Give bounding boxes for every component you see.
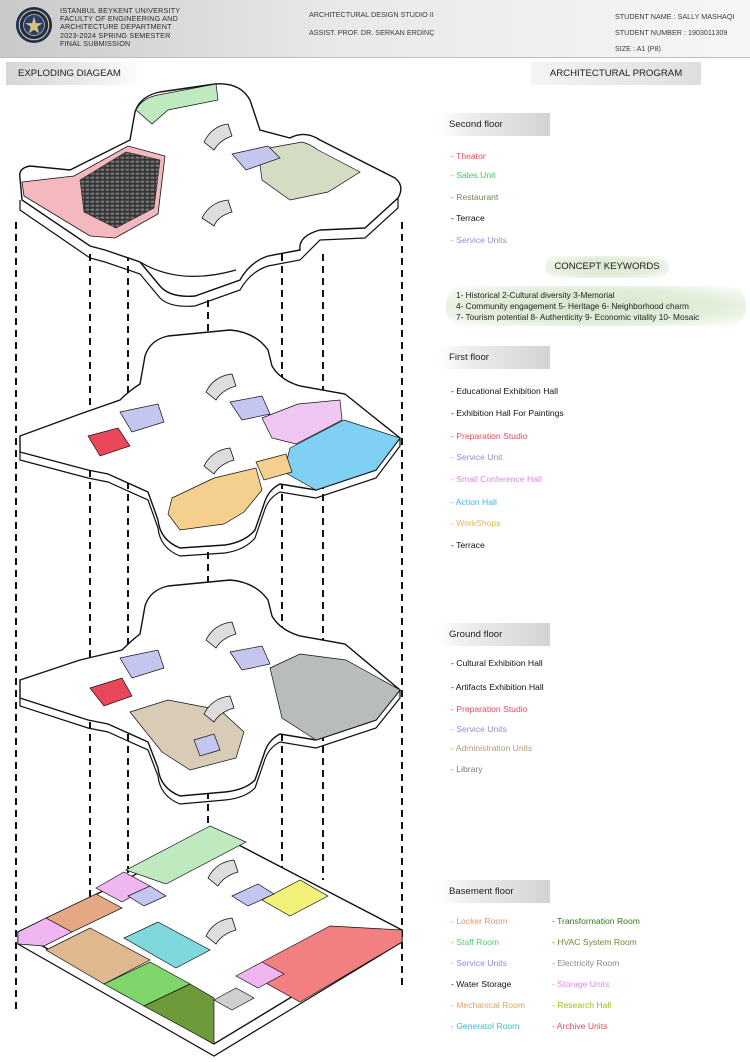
program-item: - Artifacts Exhibition Hall — [451, 682, 544, 692]
assistant-name: ASSIST. PROF. DR. SERKAN ERDİNÇ — [309, 28, 435, 37]
sheet-size: SIZE : A1 (P8) — [615, 44, 661, 53]
program-item: - Transformation Room — [552, 916, 640, 926]
program-item: - Educational Exhibition Hall — [451, 386, 559, 396]
ground-floor-plate — [19, 579, 401, 805]
studio-name: ARCHITECTURAL DESIGN STUDIO II — [309, 10, 434, 19]
second-floor-plate — [19, 83, 402, 307]
program-item: - Mechanical Room — [451, 1000, 526, 1010]
university-line: FINAL SUBMISSION — [60, 38, 131, 48]
university-seal-icon — [15, 6, 53, 44]
student-name: STUDENT NAME : SALLY MASHAQI — [615, 12, 735, 21]
student-number: STUDENT NUMBER : 1903011309 — [615, 28, 728, 37]
university-block: ISTANBUL BEYKENT UNIVERSITY FACULTY OF E… — [60, 6, 181, 48]
floor-title: First floor — [437, 346, 550, 369]
program-item: - Terrace — [451, 213, 485, 223]
first-floor-plate — [19, 329, 401, 557]
program-item: - Action Hall — [451, 497, 497, 507]
program-item: - Preparation Studio — [451, 704, 528, 714]
concept-keywords-title: CONCEPT KEYWORDS — [545, 256, 669, 278]
program-item: - Storage Units — [552, 979, 610, 989]
program-item: - Service Units — [451, 724, 507, 734]
program-item: - Theator — [451, 151, 486, 161]
floor-title: Second floor — [437, 113, 550, 136]
basement-floor-plate — [16, 825, 404, 1057]
program-item: - Administration Units — [451, 743, 533, 753]
program-item: - Electricity Room — [552, 958, 620, 968]
concept-keywords-box — [446, 286, 746, 326]
program-item: - Library — [451, 764, 483, 774]
program-item: - Terrace — [451, 540, 485, 550]
program-item: - Service Unit — [451, 452, 503, 462]
program-item: - Locker Room — [451, 916, 508, 926]
university-line: FACULTY OF ENGINEERING AND — [60, 14, 178, 24]
program-item: - Cultural Exhibition Hall — [451, 658, 543, 668]
exploded-axonometric-diagram — [15, 83, 404, 1057]
exploding-diagram-title: EXPLODING DIAGEAM — [6, 62, 146, 85]
program-item: - Small Conference Hall — [451, 474, 542, 484]
title-block: ISTANBUL BEYKENT UNIVERSITY FACULTY OF E… — [0, 0, 750, 58]
university-line: ARCHITECTURE DEPARTMENT — [60, 22, 172, 32]
program-item: - Preparation Studio — [451, 431, 528, 441]
program-item: - Generatol Room — [451, 1021, 520, 1031]
concept-keywords-line: 7- Tourism potential 8- Authenticity 9- … — [456, 312, 700, 322]
concept-keywords-line: 1- Historical 2-Cultural diversity 3-Mem… — [456, 290, 615, 300]
university-line: ISTANBUL BEYKENT UNIVERSITY — [60, 6, 181, 15]
architectural-program-title: ARCHITECTURAL PROGRAM — [531, 62, 701, 85]
concept-keywords-line: 4- Community engagement 5- Heritage 6- N… — [456, 301, 689, 311]
program-item: - Restaurant — [451, 192, 499, 202]
program-item: - WorkShops — [451, 518, 501, 528]
floor-title: Ground floor — [437, 623, 550, 646]
program-item: - Exhibition Hall For Paintings — [451, 408, 564, 418]
floor-title: Basement floor — [437, 880, 550, 903]
program-item: - Archive Units — [552, 1021, 608, 1031]
program-item: - Research Hall — [552, 1000, 612, 1010]
program-item: - Sales Unit — [451, 170, 496, 180]
program-item: - Service Units — [451, 958, 507, 968]
program-item: - HVAC System Room — [552, 937, 637, 947]
program-item: - Service Units — [451, 235, 507, 245]
program-item: - Staff Room — [451, 937, 500, 947]
program-item: - Water Storage — [451, 979, 512, 989]
university-line: 2023-2024 SPRING SEMESTER — [60, 30, 171, 40]
